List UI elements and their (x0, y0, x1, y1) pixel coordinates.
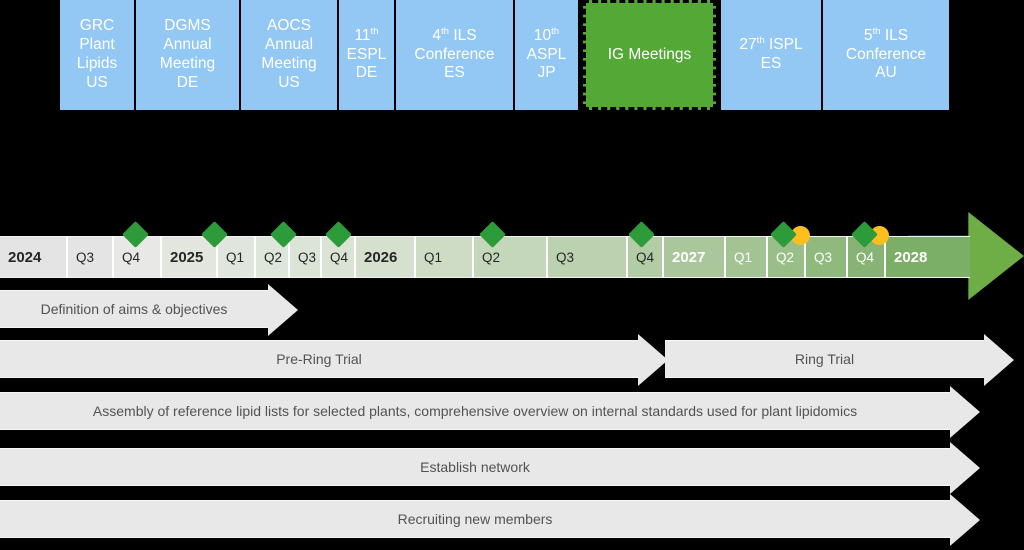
task-recruiting-new-members[interactable]: Recruiting new members (0, 494, 980, 546)
task-arrowhead (950, 386, 980, 438)
tl-2026-q2[interactable]: Q2 (474, 236, 548, 278)
timeline-segment-label: Q1 (734, 249, 753, 265)
task-label: Establish network (420, 459, 530, 475)
timeline-segment-label: Q2 (482, 249, 501, 265)
timeline-segment-label: 2027 (672, 248, 706, 266)
timeline-segment-label: Q3 (556, 249, 575, 265)
tl-2025-q4[interactable]: Q4 (322, 236, 356, 278)
timeline-segment-label: 2026 (364, 248, 398, 266)
tl-2026-q3[interactable]: Q3 (548, 236, 628, 278)
timeline-segment-label: Q4 (122, 249, 141, 265)
tl-2027-q1[interactable]: Q1 (726, 236, 768, 278)
task-label: Recruiting new members (397, 511, 553, 527)
tl-2027[interactable]: 2027 (664, 236, 726, 278)
task-ring-trial[interactable]: Ring Trial (665, 334, 1014, 386)
tl-2026-q1[interactable]: Q1 (416, 236, 474, 278)
task-arrowhead (950, 442, 980, 494)
conf-ig-meetings[interactable]: IG Meetings (583, 0, 716, 110)
tl-2028[interactable]: 2028 (886, 236, 970, 278)
task-arrowhead (950, 494, 980, 546)
task-definition-of-aims[interactable]: Definition of aims & objectives (0, 284, 298, 336)
tl-2025-q3[interactable]: Q3 (290, 236, 322, 278)
timeline-segment-label: Q1 (424, 249, 443, 265)
tl-2025[interactable]: 2025 (162, 236, 218, 278)
timeline-segment-label: Q2 (264, 249, 283, 265)
conference-label: IG Meetings (607, 45, 692, 63)
task-arrowhead (638, 334, 668, 386)
tl-2026[interactable]: 2026 (356, 236, 416, 278)
timeline-segment-label: Q4 (330, 249, 349, 265)
task-arrowhead (268, 284, 298, 336)
task-label: Pre-Ring Trial (276, 351, 362, 367)
timeline-segment-label: Q3 (814, 249, 833, 265)
timeline-segment-label: Q2 (776, 249, 795, 265)
task-pre-ring-trial[interactable]: Pre-Ring Trial (0, 334, 668, 386)
task-label: Assembly of reference lipid lists for se… (92, 403, 858, 419)
timeline-segment-label: Q4 (856, 249, 875, 265)
timeline-segment-label: 2025 (170, 248, 204, 266)
task-assembly-reference-lipid-lists[interactable]: Assembly of reference lipid lists for se… (0, 386, 980, 438)
timeline-segment-label: 2028 (894, 248, 928, 266)
timeline-segment-label: Q1 (226, 249, 245, 265)
timeline-segment-label: Q3 (298, 249, 317, 265)
timeline-arrow: 2024 Q3 Q4 2025 Q1 Q2 Q3 Q4 2026 Q1 Q2 Q3 Q4 2027 Q1 Q2… (0, 212, 1024, 304)
timeline-segment-label: Q4 (636, 249, 655, 265)
tl-2024[interactable]: 2024 (0, 236, 68, 278)
timeline-segment-label: Q3 (76, 249, 95, 265)
tl-2024-q3[interactable]: Q3 (68, 236, 114, 278)
tl-2027-q3[interactable]: Q3 (806, 236, 848, 278)
task-label: Definition of aims & objectives (40, 301, 228, 317)
deliverable-marker-2027-q2[interactable] (791, 226, 810, 245)
tl-2025-q1[interactable]: Q1 (218, 236, 256, 278)
task-arrowhead (984, 334, 1014, 386)
task-establish-network[interactable]: Establish network (0, 442, 980, 494)
timeline-segment-label: 2024 (8, 248, 42, 266)
timeline-segments: 2024 Q3 Q4 2025 Q1 Q2 Q3 Q4 2026 Q1 Q2 Q3 Q4 2027 Q1 Q2… (0, 236, 970, 278)
task-label: Ring Trial (794, 351, 855, 367)
